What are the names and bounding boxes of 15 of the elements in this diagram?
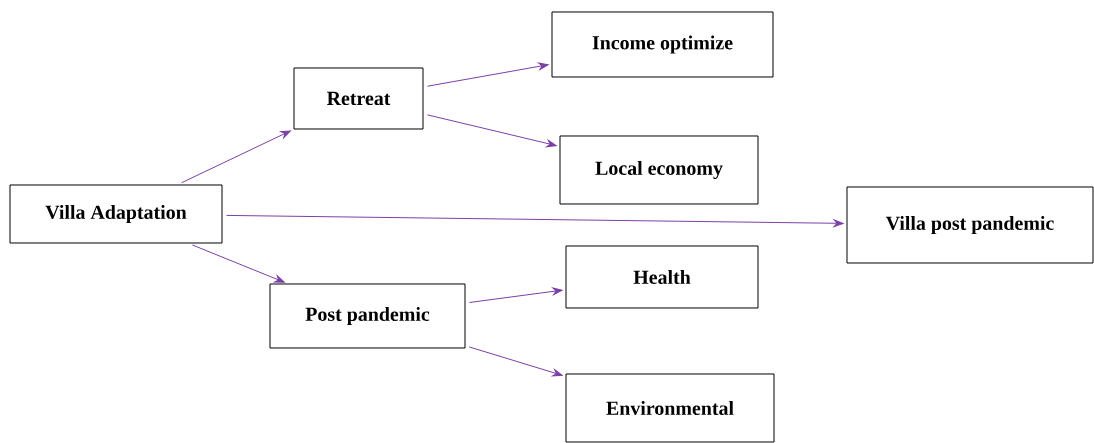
arrow xyxy=(426,114,557,148)
text-box: Health xyxy=(565,245,759,309)
text-box: Retreat xyxy=(293,67,424,130)
arrow xyxy=(426,62,549,87)
text-box: Villa post pandemic xyxy=(846,186,1094,264)
text-box: Environmental xyxy=(565,373,775,443)
arrow xyxy=(226,214,844,228)
text-box: Villa Adaptation xyxy=(9,184,223,244)
text-box: Local economy xyxy=(559,135,759,205)
arrow xyxy=(191,244,285,283)
text-box: Income optimize xyxy=(551,11,774,78)
text-box: Post pandemic xyxy=(269,283,466,349)
arrow xyxy=(468,346,563,377)
arrow xyxy=(468,287,563,303)
arrow xyxy=(181,130,291,184)
